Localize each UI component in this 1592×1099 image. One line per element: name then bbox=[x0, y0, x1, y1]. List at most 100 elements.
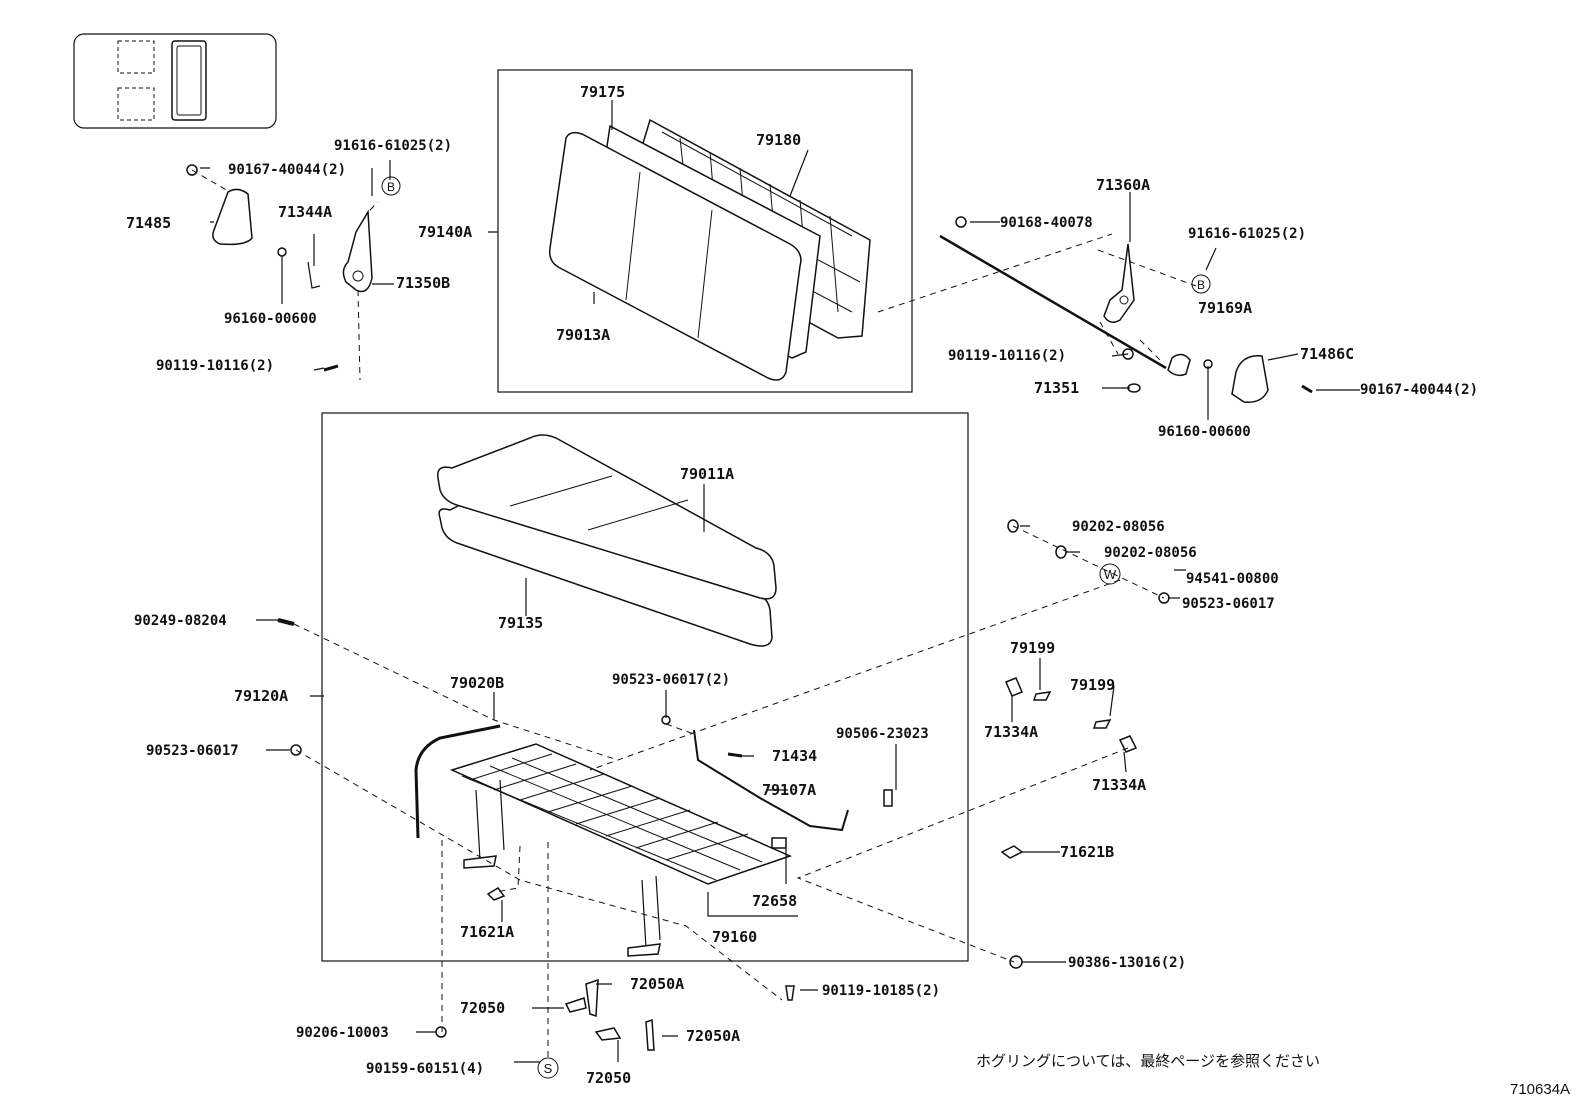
label-90159: 90159-60151(4) bbox=[366, 1061, 484, 1077]
rod-79020B bbox=[414, 724, 501, 839]
pad-79199-b bbox=[1092, 719, 1112, 729]
mark-b-right: B bbox=[1197, 278, 1205, 292]
bracket-72050A-a bbox=[585, 978, 599, 1018]
label-79120A: 79120A bbox=[234, 687, 288, 705]
nut-90206 bbox=[435, 1026, 447, 1038]
bracket-72050A-b bbox=[645, 1018, 655, 1051]
label-91616-left: 91616-61025(2) bbox=[334, 138, 452, 154]
right-small-parts bbox=[1000, 519, 1170, 969]
seat-cushion-79011A bbox=[437, 434, 777, 600]
label-90168: 90168-40078 bbox=[1000, 215, 1093, 231]
label-71621B: 71621B bbox=[1060, 843, 1114, 861]
pad-71621A bbox=[486, 887, 506, 901]
right-hinge-parts bbox=[939, 216, 1313, 403]
label-90119-left: 90119-10116(2) bbox=[156, 358, 274, 374]
label-71350B: 71350B bbox=[396, 274, 450, 292]
label-72050-a: 72050 bbox=[460, 999, 505, 1017]
cover-71485 bbox=[212, 188, 253, 246]
cover-71486C bbox=[1231, 355, 1269, 403]
label-90202-b: 90202-08056 bbox=[1104, 545, 1197, 561]
label-72658: 72658 bbox=[752, 892, 797, 910]
label-71351: 71351 bbox=[1034, 379, 1079, 397]
nut-90386 bbox=[1009, 955, 1023, 969]
label-96160-left: 96160-00600 bbox=[224, 311, 317, 327]
label-90386: 90386-13016(2) bbox=[1068, 955, 1186, 971]
label-79020B: 79020B bbox=[450, 674, 504, 692]
label-79107A: 79107A bbox=[762, 781, 816, 799]
circle-marks: B B W S bbox=[381, 176, 1211, 1079]
label-79135: 79135 bbox=[498, 614, 543, 632]
assembly-dashed-lines bbox=[191, 169, 1197, 1062]
seat-frame-79160 bbox=[449, 743, 793, 957]
block-72658 bbox=[771, 837, 787, 849]
label-90119-right: 90119-10116(2) bbox=[948, 348, 1066, 364]
mark-w: W bbox=[1104, 567, 1117, 582]
hog-ring-note: ホグリングについては、最終ページを参照ください bbox=[976, 1052, 1320, 1070]
label-72050A-b: 72050A bbox=[686, 1027, 740, 1045]
mark-s: S bbox=[544, 1061, 553, 1076]
lower-small-parts bbox=[277, 618, 893, 1051]
label-71621A: 71621A bbox=[460, 923, 514, 941]
rod-71360A bbox=[939, 234, 1167, 370]
label-71360A: 71360A bbox=[1096, 176, 1150, 194]
label-90523-middle: 90523-06017(2) bbox=[612, 672, 730, 688]
cushion-pad-79135 bbox=[438, 499, 773, 647]
label-79180: 79180 bbox=[756, 131, 801, 149]
stopper-71334A-b bbox=[1118, 735, 1138, 753]
label-79011A: 79011A bbox=[680, 465, 734, 483]
seat-back-cushion-79013A bbox=[548, 131, 802, 381]
label-90523-left: 90523-06017 bbox=[146, 743, 239, 759]
label-79199-b: 79199 bbox=[1070, 676, 1115, 694]
bolt-90167-right bbox=[1301, 384, 1313, 394]
label-79175: 79175 bbox=[580, 83, 625, 101]
bracket-71344A bbox=[307, 261, 321, 289]
label-71486C: 71486C bbox=[1300, 345, 1354, 363]
mark-b-left: B bbox=[387, 180, 395, 194]
bolt-90168 bbox=[955, 216, 967, 228]
bolt-90119-left bbox=[323, 364, 339, 372]
leader-lines bbox=[200, 100, 1360, 1063]
label-71334A-b: 71334A bbox=[1092, 776, 1146, 794]
label-90119-bottom: 90119-10185(2) bbox=[822, 983, 940, 999]
left-hinge-parts bbox=[186, 164, 373, 372]
bolt-90249 bbox=[277, 618, 295, 626]
label-71434: 71434 bbox=[772, 747, 817, 765]
label-79199-a: 79199 bbox=[1010, 639, 1055, 657]
part-number-labels: 79175 79180 79140A 79013A 91616-61025(2)… bbox=[126, 83, 1478, 1087]
label-79013A: 79013A bbox=[556, 326, 610, 344]
pad-71621B bbox=[1000, 845, 1024, 859]
label-79169A: 79169A bbox=[1198, 299, 1252, 317]
label-91616-right: 91616-61025(2) bbox=[1188, 226, 1306, 242]
pad-79199-a bbox=[1032, 691, 1052, 701]
bolt-90119-bottom bbox=[785, 985, 795, 1001]
label-72050-b: 72050 bbox=[586, 1069, 631, 1087]
figure-code: 710634A bbox=[1510, 1081, 1570, 1098]
label-90523-right: 90523-06017 bbox=[1182, 596, 1275, 612]
bracket-72050-b bbox=[594, 1027, 622, 1041]
clip-90506 bbox=[883, 789, 893, 807]
label-71344A-top: 71344A bbox=[278, 203, 332, 221]
label-90167-left: 90167-40044(2) bbox=[228, 162, 346, 178]
label-90167-right: 90167-40044(2) bbox=[1360, 382, 1478, 398]
bracket-72050-a bbox=[564, 997, 587, 1013]
label-90202-a: 90202-08056 bbox=[1072, 519, 1165, 535]
label-79140A: 79140A bbox=[418, 223, 472, 241]
nut-96160-left bbox=[277, 247, 287, 257]
seat-back-group-box bbox=[497, 69, 913, 393]
label-72050A-a: 72050A bbox=[630, 975, 684, 993]
seat-location-thumbnail bbox=[73, 33, 277, 129]
label-79160: 79160 bbox=[712, 928, 757, 946]
label-90249: 90249-08204 bbox=[134, 613, 227, 629]
bolt-71434 bbox=[727, 752, 743, 758]
seat-cushion-group-box bbox=[321, 412, 969, 962]
label-94541: 94541-00800 bbox=[1186, 571, 1279, 587]
label-90506: 90506-23023 bbox=[836, 726, 929, 742]
wire-79107A bbox=[693, 729, 849, 832]
label-71334A-a: 71334A bbox=[984, 723, 1038, 741]
stopper-71334A-a bbox=[1005, 677, 1023, 697]
hinge-71350B bbox=[342, 209, 373, 293]
label-96160-right: 96160-00600 bbox=[1158, 424, 1251, 440]
label-90206: 90206-10003 bbox=[296, 1025, 389, 1041]
hinge-79169A bbox=[1103, 243, 1135, 323]
